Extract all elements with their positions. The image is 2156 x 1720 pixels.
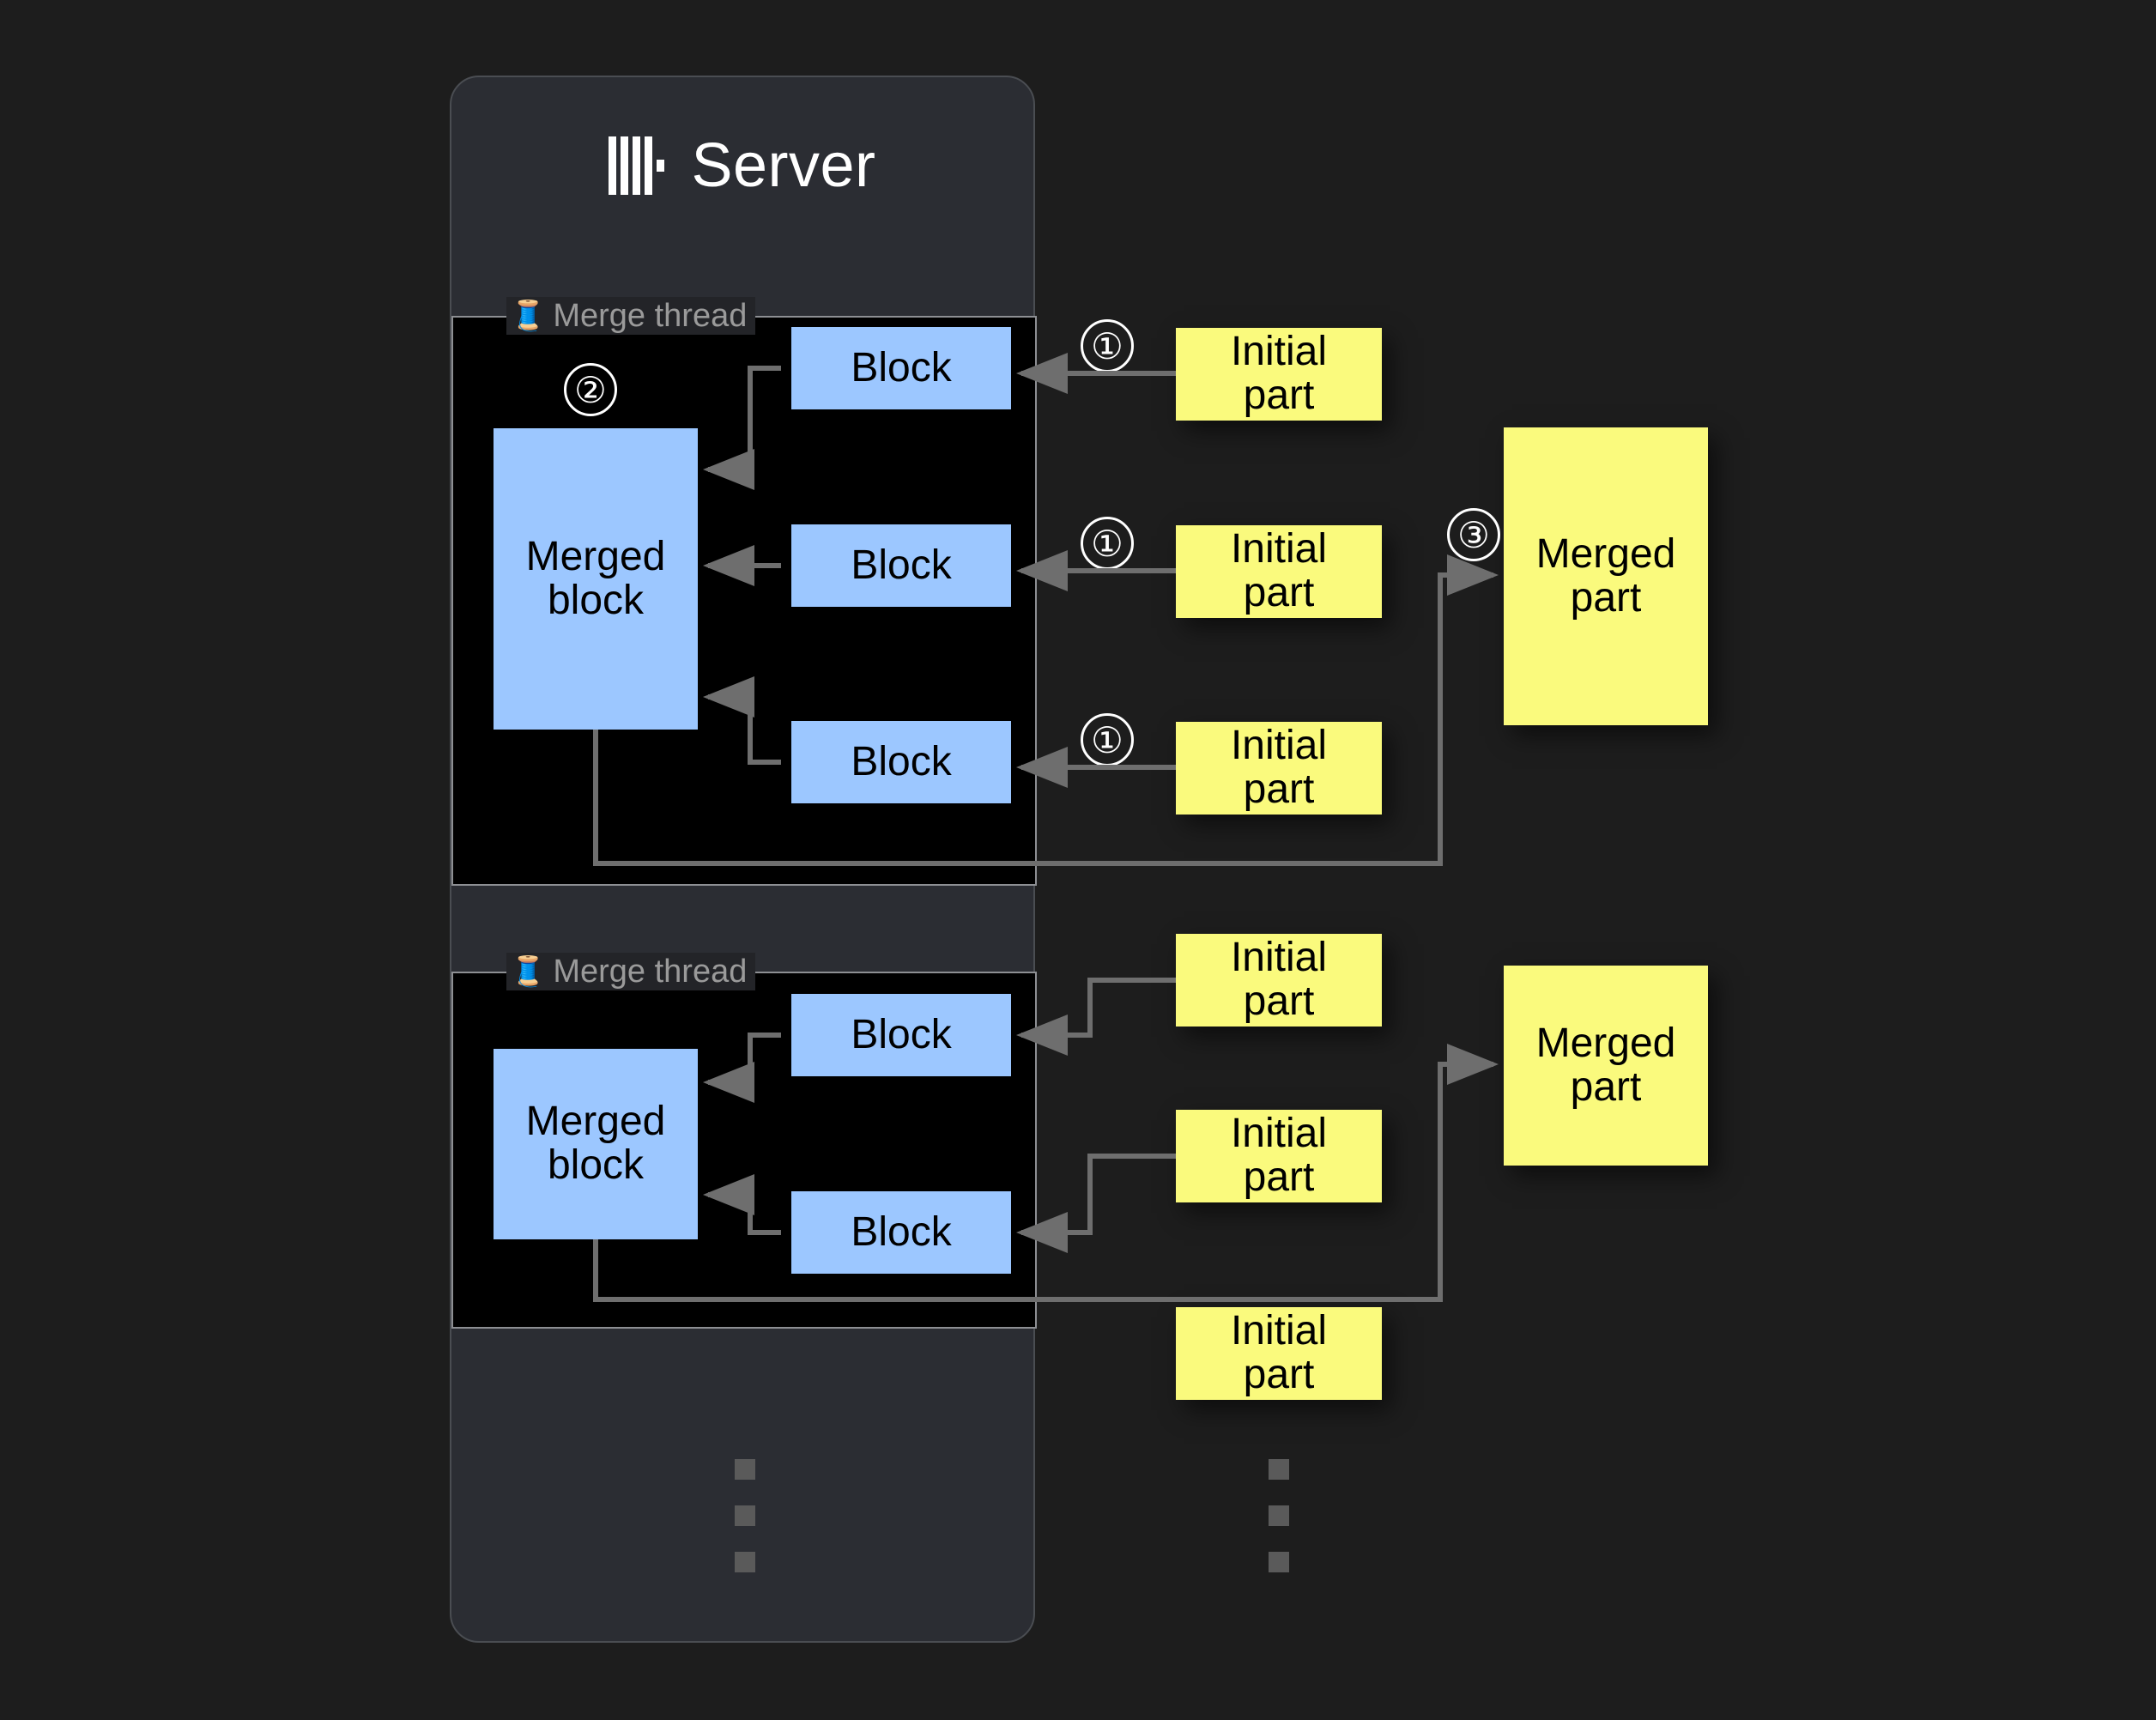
block-2-1: Block [791,994,1011,1076]
ellipsis-dot [1269,1459,1289,1480]
merge-thread-label-2: 🧵 Merge thread [506,953,756,990]
initial-part-2: Initial part [1176,525,1382,618]
initial-part-3: Initial part [1176,722,1382,815]
block-1-2: Block [791,524,1011,607]
merged-block-2: Merged block [494,1049,698,1239]
block-2-2: Block [791,1191,1011,1274]
right-vertical-ellipsis [1269,1459,1289,1572]
ellipsis-dot [735,1459,755,1480]
arrow-initialpart5-to-block5 [1016,1154,1176,1253]
ellipsis-dot [1269,1552,1289,1572]
merge-thread-label-text: Merge thread [553,953,748,990]
arrow-initialpart4-to-block4 [1016,978,1176,1056]
ellipsis-dot [735,1552,755,1572]
merged-part-1: Merged part [1504,427,1708,725]
left-vertical-ellipsis [735,1459,755,1572]
thread-spool-icon: 🧵 [510,955,547,988]
merge-thread-label-1: 🧵 Merge thread [506,297,756,335]
initial-part-4: Initial part [1176,934,1382,1027]
initial-part-1: Initial part [1176,328,1382,421]
server-title: Server [450,118,1035,213]
step-marker-1a: ① [1081,319,1134,372]
initial-part-6: Initial part [1176,1307,1382,1400]
thread-spool-icon: 🧵 [510,300,547,332]
step-marker-3: ③ [1447,508,1500,561]
merged-block-1: Merged block [494,428,698,730]
server-title-text: Server [691,131,876,200]
merge-thread-label-text: Merge thread [553,297,748,334]
step-marker-1b: ① [1081,517,1134,570]
block-1-1: Block [791,327,1011,409]
block-1-3: Block [791,721,1011,803]
clickhouse-logo-icon [609,136,665,195]
step-marker-2: ② [564,363,617,416]
merged-part-2: Merged part [1504,966,1708,1166]
ellipsis-dot [1269,1505,1289,1526]
ellipsis-dot [735,1505,755,1526]
step-marker-1c: ① [1081,713,1134,766]
initial-part-5: Initial part [1176,1110,1382,1202]
